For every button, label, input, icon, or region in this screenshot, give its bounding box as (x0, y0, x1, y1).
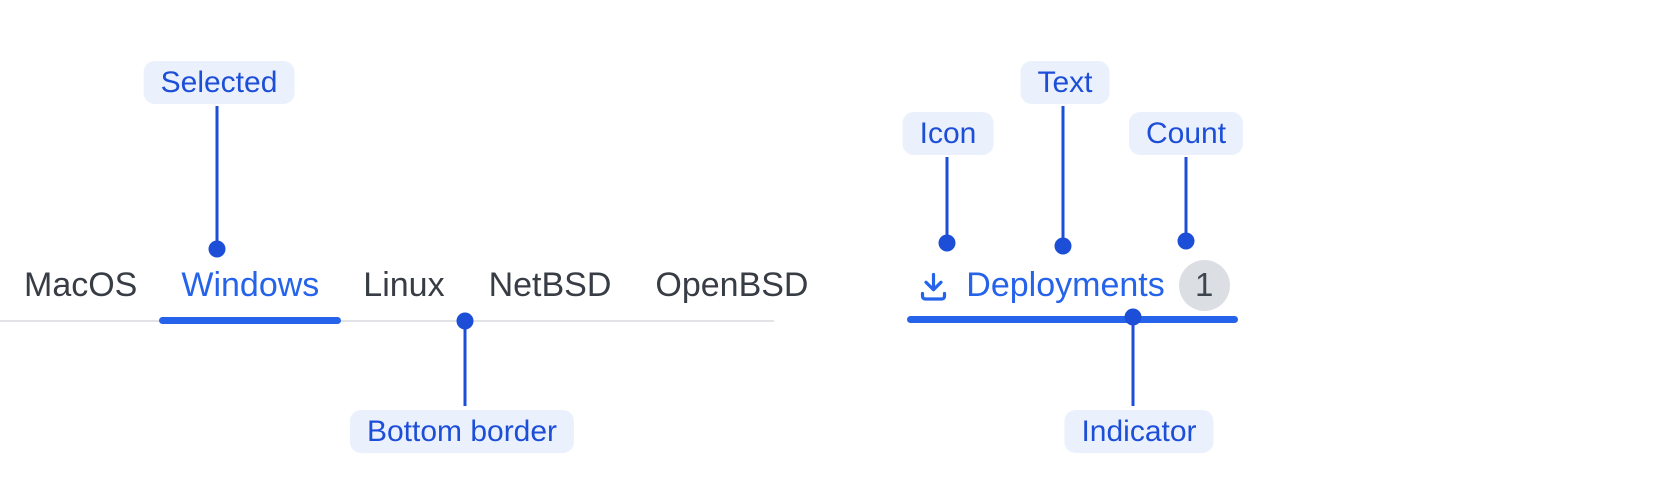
annotation-text-label: Text (1020, 61, 1110, 104)
tab-deployments[interactable]: Deployments 1 (907, 250, 1238, 323)
tab-label: OpenBSD (655, 265, 809, 304)
tab-windows-selected[interactable]: Windows (159, 250, 342, 324)
selected-tab-indicator (159, 317, 342, 324)
annotation-bottom-border-pointer-line (463, 329, 467, 406)
tab-count-badge: 1 (1178, 259, 1230, 311)
annotation-icon-pointer-line (945, 157, 949, 237)
annotation-selected-pointer-line (215, 106, 219, 244)
annotation-text-pointer-line (1061, 106, 1065, 240)
annotation-icon-pointer-dot (938, 234, 956, 252)
tab-label: Linux (363, 265, 445, 304)
tab-label: NetBSD (488, 265, 612, 304)
annotation-text-pointer-dot (1054, 237, 1072, 255)
annotation-count-pointer-dot (1177, 232, 1195, 250)
annotation-indicator-label: Indicator (1064, 410, 1214, 453)
tab-bar: MacOS Windows Linux NetBSD OpenBSD (0, 250, 809, 324)
annotation-count-pointer-line (1184, 157, 1188, 235)
tab-indicator-bar (907, 316, 1238, 323)
annotation-indicator-pointer-line (1131, 325, 1135, 406)
tab-label: Windows (181, 265, 320, 304)
annotation-bottom-border-pointer-dot (456, 312, 474, 330)
annotation-indicator-pointer-dot (1124, 308, 1142, 326)
annotation-icon-label: Icon (902, 112, 994, 155)
annotation-selected-label: Selected (143, 61, 295, 104)
tab-macos[interactable]: MacOS (2, 250, 159, 320)
tab-label: MacOS (24, 265, 138, 304)
annotation-bottom-border-label: Bottom border (349, 410, 575, 453)
tab-label: Deployments (966, 265, 1165, 304)
download-icon (921, 272, 947, 301)
tab-netbsd[interactable]: NetBSD (467, 250, 634, 320)
tab-openbsd[interactable]: OpenBSD (633, 250, 830, 320)
annotation-selected-pointer-dot (208, 240, 226, 258)
annotation-count-label: Count (1128, 112, 1244, 155)
tab-linux[interactable]: Linux (341, 250, 466, 320)
